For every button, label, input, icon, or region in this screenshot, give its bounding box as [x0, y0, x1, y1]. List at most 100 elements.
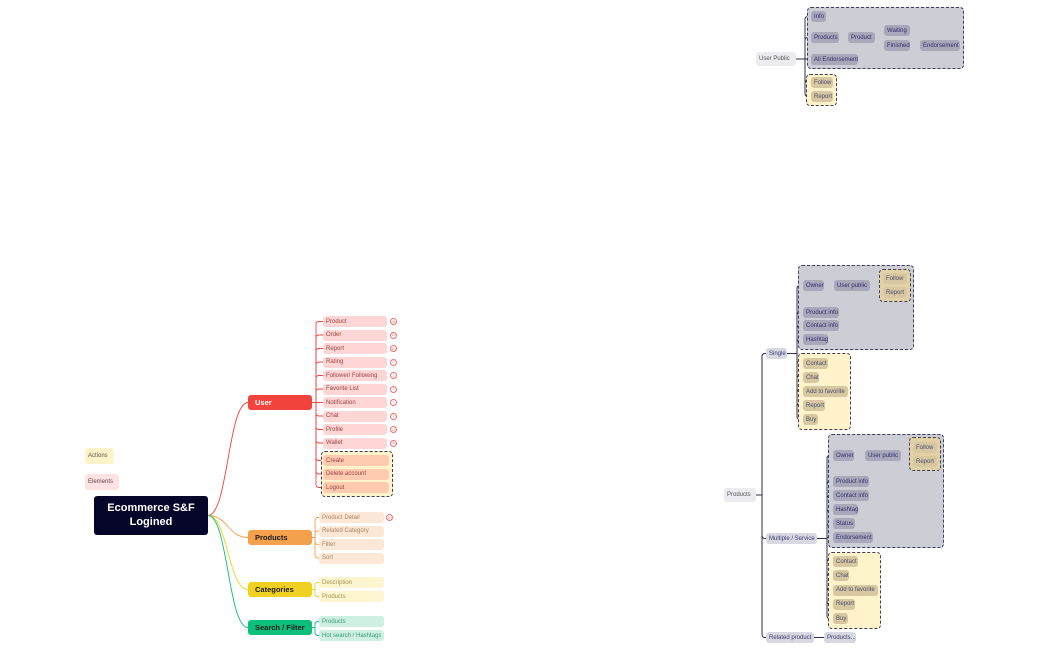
count-badge: 20 — [386, 514, 393, 521]
categories-item[interactable]: Description — [319, 577, 384, 588]
user-item[interactable]: Wallet — [323, 437, 387, 449]
connector — [312, 348, 323, 403]
node-status[interactable]: Status — [833, 518, 855, 529]
connector — [312, 375, 323, 403]
search-item[interactable]: Hot search / Hashtags — [319, 630, 384, 641]
node-endorsement[interactable]: Endorsement — [920, 40, 960, 51]
connector — [312, 530, 319, 538]
node-contact-info[interactable]: Contact info — [833, 490, 869, 501]
node-info[interactable]: Info — [811, 11, 826, 22]
user-action[interactable]: Logout — [323, 482, 389, 493]
connector — [756, 494, 766, 539]
node-product-info[interactable]: Product info — [833, 476, 869, 487]
branch-search-filter[interactable]: Search / Filter — [248, 620, 312, 635]
count-badge: 7 — [390, 399, 397, 406]
count-badge: 13 — [390, 426, 397, 433]
node-endorsement[interactable]: Endorsement — [833, 532, 873, 543]
connector — [312, 361, 323, 403]
user-item[interactable]: Favorite List — [323, 383, 387, 395]
node-hashtag[interactable]: Hashtag — [803, 334, 828, 345]
connector — [312, 627, 319, 636]
user-item[interactable]: Follower/ Following — [323, 370, 387, 381]
single-action[interactable]: Chat — [803, 372, 819, 383]
single-action[interactable]: Add to favorite — [803, 386, 848, 397]
node-owner[interactable]: Owner — [833, 450, 854, 461]
user-item[interactable]: Report — [323, 343, 387, 354]
root-node[interactable]: Ecommerce S&F Logined — [94, 496, 208, 535]
node-products[interactable]: Products — [811, 32, 839, 43]
node-single[interactable]: Single — [766, 348, 787, 359]
node-all-endorsement[interactable]: All Endorsement — [811, 54, 858, 65]
products-item[interactable]: Filter — [319, 539, 384, 550]
connector — [312, 321, 323, 403]
legend-actions[interactable]: Actions — [85, 448, 114, 464]
user-action[interactable]: Create — [323, 455, 389, 466]
connector — [312, 517, 319, 538]
multiple-action[interactable]: Buy — [833, 613, 848, 625]
node-multiple-service[interactable]: Multiple / Service — [766, 533, 817, 544]
connector — [312, 621, 319, 628]
legend-elements[interactable]: Elements — [85, 474, 119, 490]
count-badge: 2 — [390, 412, 397, 420]
multiple-action[interactable]: Contact — [833, 556, 858, 567]
user-item[interactable]: Chat — [323, 410, 387, 422]
multiple-action[interactable]: Chat — [833, 570, 849, 582]
connector — [312, 388, 323, 403]
branch-categories[interactable]: Categories — [248, 582, 312, 597]
connector — [207, 515, 249, 590]
node-report[interactable]: Report — [913, 456, 937, 467]
categories-item[interactable]: Products — [319, 591, 384, 602]
single-action[interactable]: Buy — [803, 414, 818, 425]
multiple-action[interactable]: Add to favorite — [833, 584, 878, 596]
search-item[interactable]: Products — [319, 616, 384, 627]
node-follow[interactable]: Follow — [811, 77, 833, 88]
node-products-more[interactable]: Products... — [824, 632, 856, 643]
count-badge: 3 — [390, 372, 397, 379]
user-item[interactable]: Profile — [323, 424, 387, 435]
user-item[interactable]: Order — [323, 329, 387, 341]
user-action[interactable]: Delete account — [323, 468, 389, 480]
user-item[interactable]: Product — [323, 316, 387, 327]
connector — [207, 402, 249, 516]
products-item[interactable]: Sort — [319, 552, 384, 564]
node-hashtag[interactable]: Hashtag — [833, 504, 858, 515]
node-owner[interactable]: Owner — [803, 280, 824, 291]
connector — [312, 537, 319, 559]
count-badge: 8 — [390, 439, 397, 447]
single-action[interactable]: Contact — [803, 358, 828, 369]
count-badge: 10 — [390, 345, 397, 352]
branch-user[interactable]: User — [248, 395, 312, 410]
branch-products[interactable]: Products — [248, 530, 312, 545]
node-user-public[interactable]: User public — [865, 450, 901, 461]
user-item[interactable]: Rating — [323, 356, 387, 368]
node-contact-info[interactable]: Contact info — [803, 320, 839, 331]
node-follow[interactable]: Follow — [883, 273, 907, 284]
products-item[interactable]: Related Category — [319, 525, 384, 537]
count-badge: 10 — [390, 331, 397, 339]
single-action[interactable]: Report — [803, 400, 825, 411]
node-user-public[interactable]: User public — [834, 280, 870, 291]
multiple-action[interactable]: Report — [833, 598, 855, 610]
products-tree-root[interactable]: Products — [724, 488, 756, 502]
connector — [756, 353, 766, 496]
node-follow[interactable]: Follow — [913, 442, 937, 453]
user-public-root[interactable]: User Public — [756, 52, 796, 66]
connector — [312, 402, 323, 417]
count-badge: 2 — [390, 358, 397, 366]
products-item[interactable]: Product Detail — [319, 512, 384, 523]
node-waiting[interactable]: Waiting — [884, 25, 910, 36]
connector — [207, 515, 249, 628]
node-finished[interactable]: Finished — [884, 40, 910, 51]
connector — [312, 402, 323, 444]
connector — [312, 582, 319, 590]
node-report[interactable]: Report — [811, 91, 833, 102]
connector — [312, 537, 319, 545]
node-product[interactable]: Product — [848, 32, 875, 43]
connector — [312, 402, 323, 488]
connector — [312, 334, 323, 403]
connector — [817, 537, 833, 539]
node-related-product[interactable]: Related product — [766, 632, 814, 643]
node-product-info[interactable]: Product info — [803, 307, 839, 318]
user-item[interactable]: Notification — [323, 397, 387, 408]
node-report[interactable]: Report — [883, 287, 907, 298]
